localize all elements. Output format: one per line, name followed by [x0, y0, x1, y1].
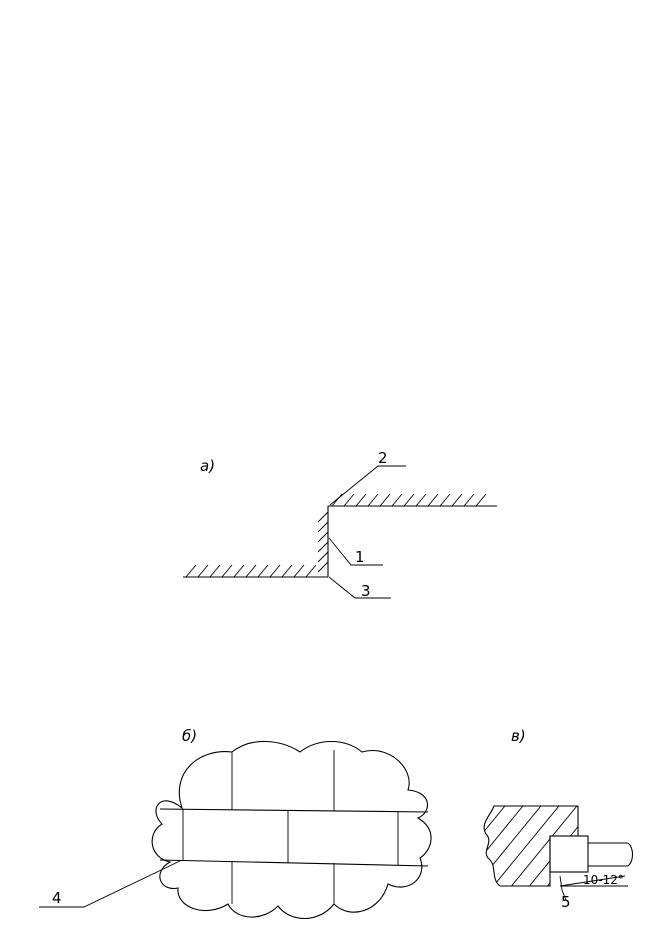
- hatch-line: [451, 493, 463, 507]
- hatch-line: [293, 564, 305, 578]
- figure-a: а) 2 1 3: [183, 449, 497, 600]
- hatch-line: [317, 541, 329, 553]
- hatch-line: [499, 806, 578, 886]
- leader-2: [329, 465, 406, 506]
- stone-mass-outline: [151, 740, 432, 919]
- hatch-line: [427, 493, 439, 507]
- hatch-line: [484, 806, 573, 886]
- lower-surface-hatching: [185, 564, 317, 578]
- leader-3: [328, 576, 391, 599]
- tool-shank: [588, 842, 634, 867]
- hatch-line: [391, 493, 403, 507]
- angle-inclined-line: [559, 875, 626, 887]
- hatch-line: [415, 493, 427, 507]
- band-bottom-line: [159, 859, 429, 867]
- hatch-line: [305, 564, 317, 578]
- hatch-line: [355, 493, 367, 507]
- hatch-line: [475, 493, 487, 507]
- figure-c-caption: в): [511, 727, 526, 745]
- hatch-line: [185, 564, 197, 578]
- leader-4: [39, 860, 181, 908]
- hatch-line: [269, 564, 281, 578]
- leader-1: [328, 537, 383, 566]
- label-1: 1: [355, 548, 365, 566]
- label-3: 3: [361, 582, 371, 600]
- figure-b: б) 4: [39, 727, 432, 919]
- hatch-line: [221, 564, 233, 578]
- hatch-line: [245, 564, 257, 578]
- band-top-line: [159, 808, 429, 813]
- figure-a-caption: а): [200, 457, 215, 475]
- hatch-line: [379, 493, 391, 507]
- hatch-line: [257, 564, 269, 578]
- tool-head: [549, 835, 589, 873]
- hatch-line: [317, 531, 329, 543]
- hatch-line: [317, 521, 329, 533]
- hatch-line: [331, 493, 343, 507]
- figure-b-caption: б): [182, 727, 197, 745]
- hatch-line: [484, 806, 537, 886]
- hatch-line: [317, 511, 329, 523]
- hatch-line: [197, 564, 209, 578]
- hatch-line: [281, 564, 293, 578]
- hatch-line: [317, 561, 329, 573]
- hatch-line: [367, 493, 379, 507]
- block-outline: [483, 805, 579, 887]
- step-face-hatching: [317, 511, 329, 573]
- hatch-line: [484, 806, 501, 886]
- hatch-line: [233, 564, 245, 578]
- upper-surface-hatching: [331, 493, 487, 507]
- hatch-line: [343, 493, 355, 507]
- label-5: 5: [561, 893, 571, 911]
- hatch-line: [317, 551, 329, 563]
- hatch-line: [439, 493, 451, 507]
- hatch-line: [403, 493, 415, 507]
- label-2: 2: [378, 449, 388, 467]
- leader-5: [559, 875, 567, 901]
- hatch-line: [463, 493, 475, 507]
- angle-label: 10-12°: [583, 873, 624, 887]
- hatch-line: [209, 564, 221, 578]
- label-4: 4: [52, 889, 62, 907]
- hatch-line: [484, 806, 555, 886]
- hatch-line: [484, 806, 519, 886]
- figure-c: в) 10-12° 5: [483, 727, 634, 911]
